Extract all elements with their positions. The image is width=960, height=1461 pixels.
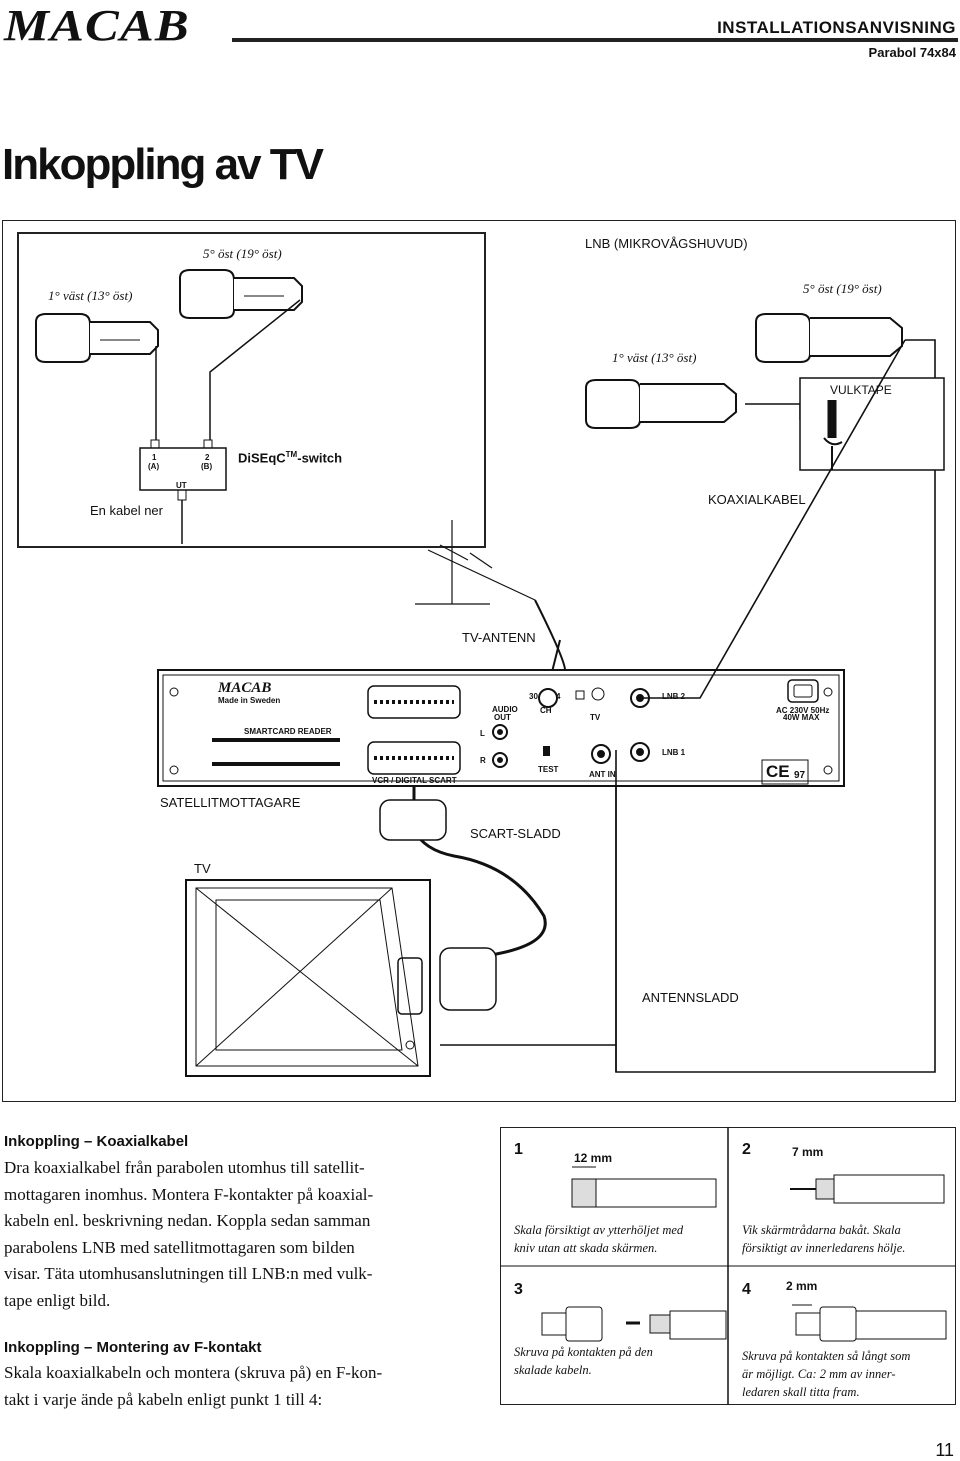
- lnb-icon: [755, 313, 903, 363]
- tv-antenna-label: TV-ANTENN: [462, 630, 536, 645]
- switch-port-2-sub: (B): [201, 462, 213, 471]
- audio-out-label-2: OUT: [494, 713, 511, 722]
- right-lnb-bottom-label: 1° väst (13° öst): [612, 350, 697, 365]
- lnb1-label: LNB 1: [662, 748, 686, 757]
- page-number: 11: [935, 1440, 954, 1460]
- vcr-scart-label: VCR / DIGITAL SCART: [372, 776, 457, 785]
- step-caption: Skruva på kontakten på den skalade kabel…: [514, 1345, 653, 1377]
- channel-label: CH: [540, 706, 552, 715]
- step-number: 3: [514, 1281, 523, 1298]
- step-caption: Vik skärmtrådarna bakåt. Skala försiktig…: [742, 1223, 906, 1255]
- lnb-a-label: 1° väst (13° öst): [48, 288, 133, 303]
- made-in-label: Made in Sweden: [218, 696, 281, 705]
- product-name: Parabol 74x84: [868, 45, 956, 60]
- switch-port-1: 1: [152, 453, 157, 462]
- antenna-cable-label: ANTENNSLADD: [642, 990, 739, 1005]
- step-measure: 7 mm: [792, 1145, 824, 1159]
- lnb-b-label: 5° öst (19° öst): [203, 246, 282, 261]
- receiver-brand: MACAB: [218, 680, 272, 696]
- audio-out-label-1: AUDIO: [492, 705, 518, 714]
- ce-year: 97: [794, 770, 806, 781]
- lnb2-label: LNB 2: [662, 692, 686, 701]
- header-rule: [232, 38, 958, 42]
- tv-out-label: TV: [590, 713, 601, 722]
- fconnector-body: Skala koaxialkabeln och montera (skruva …: [4, 1363, 383, 1409]
- tv-set-icon: [185, 879, 431, 1077]
- lnb-header-label: LNB (MIKROVÅGSHUVUD): [585, 236, 748, 251]
- switch-out-label: UT: [176, 481, 187, 490]
- tv-label: TV: [194, 861, 211, 876]
- steps-illustrations: [500, 1127, 956, 1405]
- ac-power-label-2: 40W MAX: [783, 713, 820, 722]
- fconnector-heading: Inkoppling – Montering av F-kontakt: [4, 1339, 262, 1356]
- left-lnb-box: [17, 232, 486, 548]
- diseqc-label: DiSEqCTM-switch: [238, 450, 343, 466]
- wiring-diagram: [35, 269, 945, 1077]
- brand-logo: MACAB: [4, 1, 190, 50]
- switch-port-1-sub: (A): [148, 462, 160, 471]
- lnb-icon: [179, 269, 303, 319]
- lnb-icon: [585, 379, 737, 429]
- right-lnb-top-label: 5° öst (19° öst): [803, 281, 882, 296]
- channel-30-label: 30: [529, 692, 538, 701]
- vulktape-label: VULKTAPE: [830, 383, 892, 397]
- test-label: TEST: [538, 765, 559, 774]
- section-title: INSTALLATIONSANVISNING: [717, 18, 956, 37]
- ce-mark-icon: CE: [766, 762, 790, 781]
- switch-port-2: 2: [205, 453, 210, 462]
- one-cable-label: En kabel ner: [90, 503, 163, 518]
- diagram-frame: [2, 220, 956, 1102]
- channel-4-label: 4: [556, 692, 561, 701]
- step-measure: 2 mm: [786, 1279, 818, 1293]
- scart-cable-label: SCART-SLADD: [470, 826, 561, 841]
- ant-in-label: ANT IN: [589, 770, 616, 779]
- ac-power-label-1: AC 230V 50Hz: [776, 706, 830, 715]
- step-caption: Skruva på kontakten så långt som är möjl…: [742, 1349, 911, 1399]
- smartcard-label: SMARTCARD READER: [244, 727, 332, 736]
- step-number: 1: [514, 1141, 523, 1158]
- audio-l-label: L: [480, 729, 485, 738]
- step-caption: Skala försiktigt av ytterhöljet med kniv…: [514, 1223, 684, 1255]
- lnb-icon: [35, 313, 159, 363]
- page-title: Inkoppling av TV: [2, 140, 324, 189]
- step-number: 2: [742, 1141, 751, 1158]
- coax-label: KOAXIALKABEL: [708, 492, 806, 507]
- step-number: 4: [742, 1281, 751, 1298]
- coax-heading: Inkoppling – Koaxialkabel: [4, 1133, 189, 1150]
- step-measure: 12 mm: [574, 1151, 613, 1165]
- receiver-label: SATELLITMOTTAGARE: [160, 795, 301, 810]
- audio-r-label: R: [480, 756, 486, 765]
- coax-body: Dra koaxialkabel från parabolen utomhus …: [4, 1158, 374, 1310]
